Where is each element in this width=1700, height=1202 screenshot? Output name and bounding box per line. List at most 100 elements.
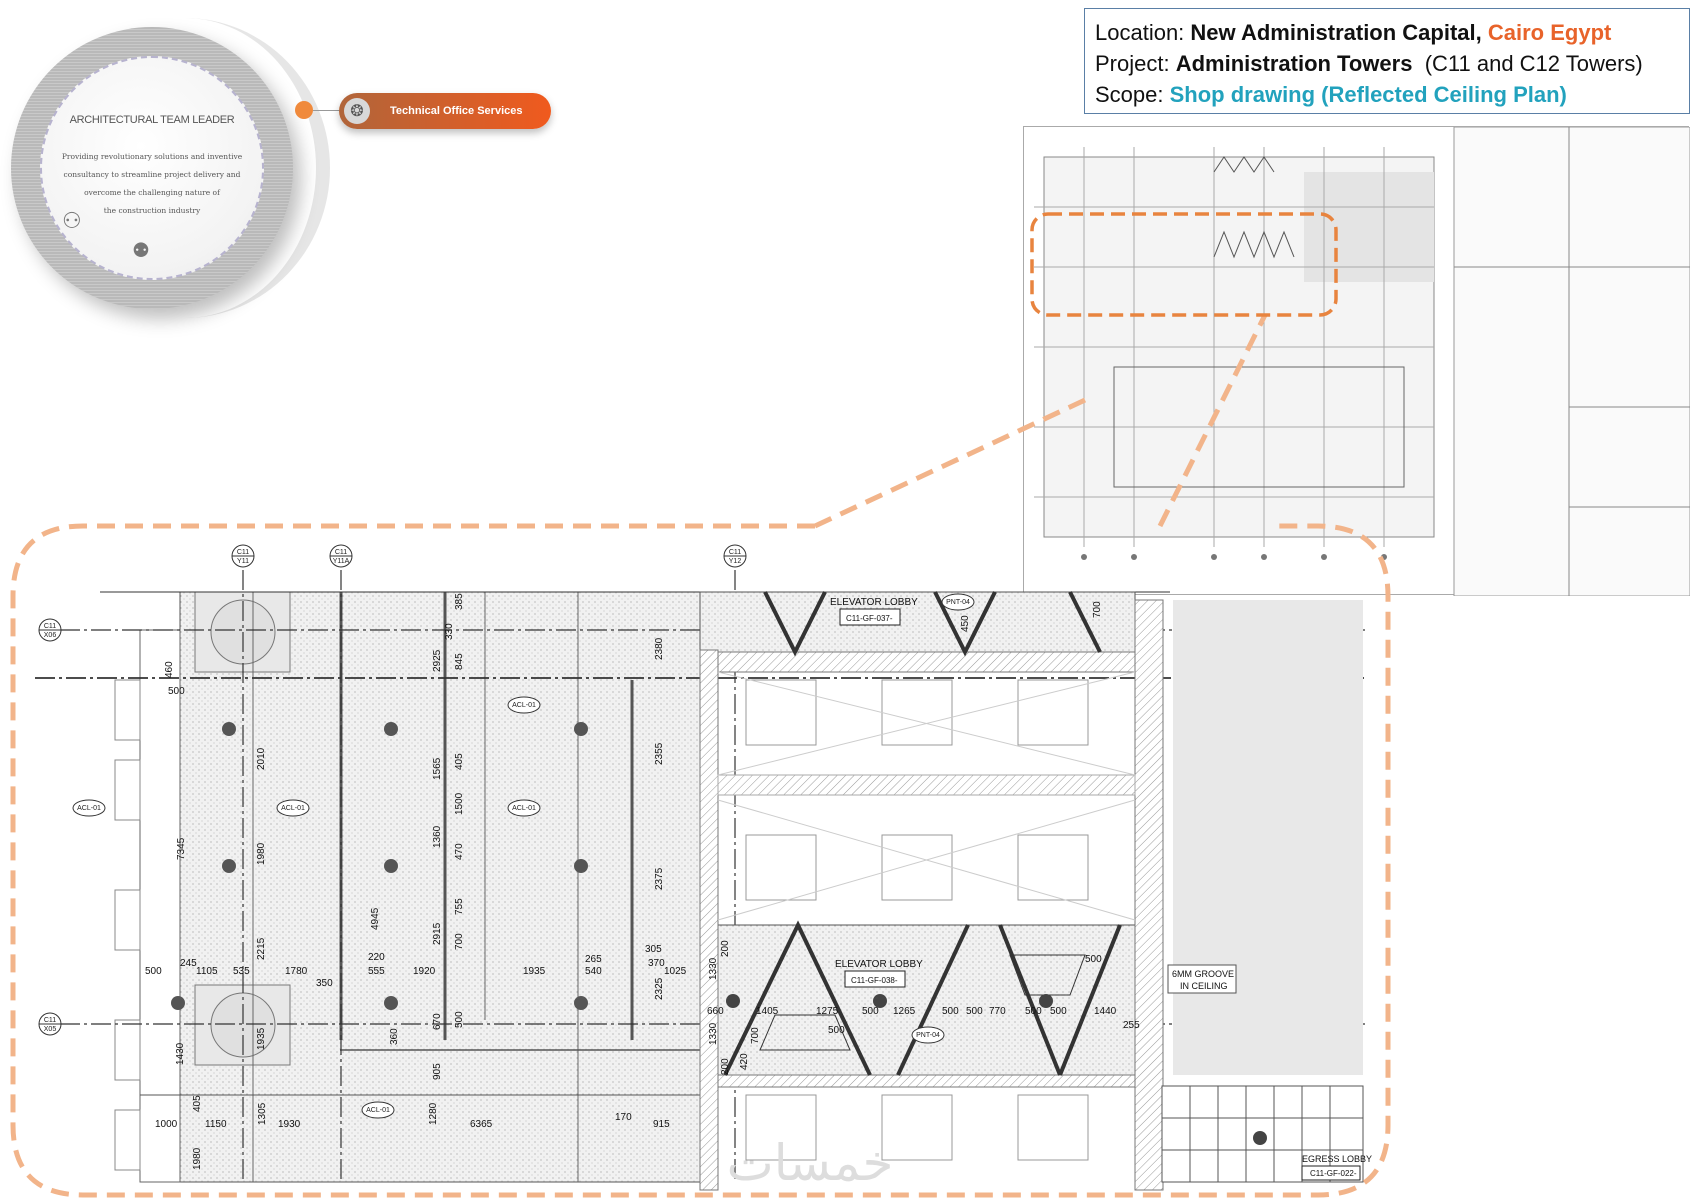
room-code: C11-GF-038- [851, 976, 898, 985]
project-label: Project: [1095, 51, 1170, 76]
plan-label: C11 [44, 623, 56, 630]
dimension-label: 2325 [654, 977, 665, 1000]
dimension-label: 2010 [256, 747, 267, 770]
description-line: consultancy to streamline project delive… [63, 170, 241, 179]
dimension-label: 500 [942, 1006, 959, 1017]
plan-label: C11 [729, 549, 741, 556]
plan-label: C11 [237, 549, 249, 556]
description-line: the construction industry [103, 206, 201, 215]
dimension-label: 1265 [893, 1006, 916, 1017]
dimension-label: 500 [168, 686, 185, 697]
plan-label: ACL-01 [512, 805, 536, 812]
plan-label: Y11 [237, 558, 249, 565]
dimension-label: 265 [585, 954, 602, 965]
description-line: overcome the challenging nature of [84, 188, 220, 197]
plan-label: ACL-01 [366, 1107, 390, 1114]
dimension-label: 2915 [432, 922, 443, 945]
plan-left-zone [114, 591, 701, 1183]
plan-label: ACL-01 [77, 805, 101, 812]
dimension-label: 2380 [654, 637, 665, 660]
plan-label: ACL-01 [512, 702, 536, 709]
dimension-label: 305 [645, 944, 662, 955]
dimension-label: 220 [368, 952, 385, 963]
profile-description: Providing revolutionary solutions and in… [52, 148, 252, 220]
plan-label: PNT-04 [916, 1032, 940, 1039]
plan-label: C11 [335, 549, 347, 556]
dimension-label: 1430 [175, 1042, 186, 1065]
plan-label: X05 [44, 1026, 57, 1033]
scope-label: Scope: [1095, 82, 1164, 107]
dimension-label: 700 [750, 1027, 761, 1044]
dimension-label: 1360 [432, 825, 443, 848]
dimension-label: 1330 [708, 1022, 719, 1045]
dimension-label: 1330 [708, 957, 719, 980]
dimension-label: 1980 [192, 1147, 203, 1170]
dimension-label: 405 [454, 753, 465, 770]
plan-label: X06 [44, 632, 57, 639]
dimension-label: 1500 [454, 792, 465, 815]
room-name: ELEVATOR LOBBY [830, 597, 918, 608]
aperture-icon: ❂ [344, 98, 370, 124]
dimension-label: 1780 [285, 966, 308, 977]
dimension-label: 700 [1092, 601, 1103, 618]
dimension-label: 500 [828, 1025, 845, 1036]
dimension-label: 200 [720, 1058, 731, 1075]
dimension-label: 405 [192, 1095, 203, 1112]
location-city: Cairo Egypt [1487, 20, 1612, 45]
handshake-icon: ⚉ [132, 240, 150, 262]
dimension-label: 420 [739, 1053, 750, 1070]
plan-label: PNT-04 [946, 599, 970, 606]
dimension-label: 905 [432, 1063, 443, 1080]
room-name: ELEVATOR LOBBY [835, 959, 923, 970]
watermark: خمسات [727, 1134, 894, 1192]
dimension-label: 500 [145, 966, 162, 977]
dimension-label: 330 [444, 623, 455, 640]
dimension-label: 500 [862, 1006, 879, 1017]
plan-label: C11 [44, 1017, 56, 1024]
dimension-label: 470 [454, 843, 465, 860]
dimension-label: 770 [989, 1006, 1006, 1017]
dimension-label: 1275 [816, 1006, 839, 1017]
room-code: C11-GF-037- [846, 614, 893, 623]
profile-title: ARCHITECTURAL TEAM LEADER [69, 114, 235, 126]
dimension-label: 2925 [432, 649, 443, 672]
location-row: Location: New Administration Capital, Ca… [1095, 17, 1679, 48]
dimension-label: 500 [1050, 1006, 1067, 1017]
profile-card: ARCHITECTURAL TEAM LEADER Providing revo… [40, 56, 264, 280]
dimension-label: 4945 [370, 907, 381, 930]
dimension-label: 460 [164, 661, 175, 678]
dimension-label: 555 [368, 966, 385, 977]
dimension-label: 1025 [664, 966, 687, 977]
dimension-label: 500 [966, 1006, 983, 1017]
connector-dot [295, 101, 313, 119]
dimension-label: 385 [454, 593, 465, 610]
dimension-label: 500 [454, 1011, 465, 1028]
elevator-core [699, 591, 1363, 1191]
project-info-box: Location: New Administration Capital, Ca… [1084, 8, 1690, 114]
technical-office-services-button[interactable]: ❂ Technical Office Services [339, 93, 551, 129]
project-row: Project: Administration Towers (C11 and … [1095, 48, 1679, 79]
scope-value: Shop drawing (Reflected Ceiling Plan) [1169, 82, 1567, 107]
dimension-label: 535 [233, 966, 250, 977]
dimension-label: 1980 [256, 842, 267, 865]
dimension-label: 1405 [756, 1006, 779, 1017]
material-tag: ACL-01 [507, 799, 541, 817]
plan-label: Y12 [729, 558, 742, 565]
dimension-label: 200 [720, 940, 731, 957]
dimension-label: 245 [180, 958, 197, 969]
dimension-label: 2355 [654, 742, 665, 765]
room-code: C11-GF-022- [1310, 1169, 1357, 1178]
dimension-label: 255 [1123, 1020, 1140, 1031]
location-value: New Administration Capital, [1190, 20, 1482, 45]
dimension-label: 755 [454, 898, 465, 915]
dimension-label: 700 [454, 933, 465, 950]
material-tag: PNT-04 [911, 1026, 945, 1044]
material-tag: ACL-01 [361, 1101, 395, 1119]
dimension-label: 1920 [413, 966, 436, 977]
dimensions: 460 500 7345 2010 1980 2215 500 245 1105… [145, 593, 1140, 1170]
